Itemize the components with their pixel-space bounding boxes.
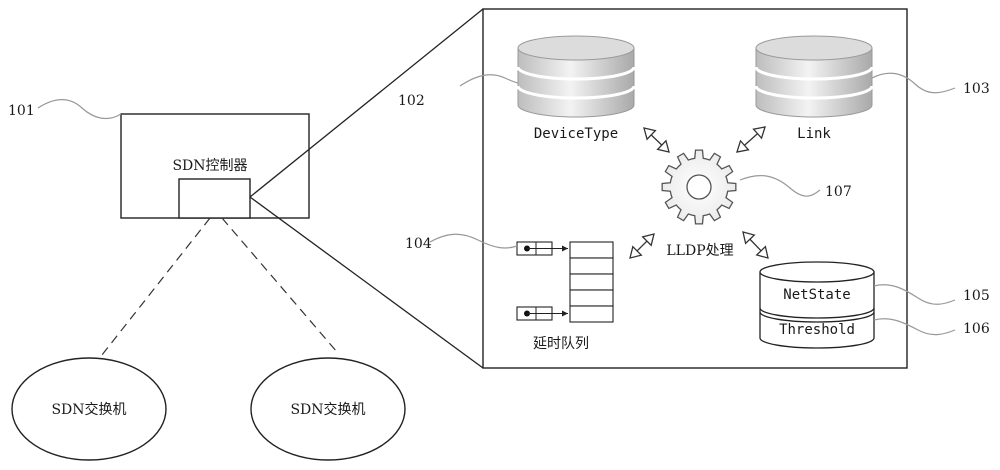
devicetype-label: DeviceType bbox=[534, 126, 618, 142]
sdn-controller-label: SDN控制器 bbox=[172, 158, 247, 174]
zoom-line-top bbox=[249, 8, 484, 198]
arrow-head bbox=[643, 127, 657, 141]
arrow-head bbox=[736, 139, 750, 153]
queue-pointer-2 bbox=[516, 306, 568, 321]
ref-105-callout: 105 bbox=[873, 284, 990, 305]
ref-104-callout: 104 bbox=[405, 233, 518, 252]
lldp-processor: LLDP处理 bbox=[661, 149, 737, 259]
ref-106-label: 106 bbox=[963, 321, 990, 337]
arrow-head bbox=[742, 231, 756, 245]
sdn-switch-1: SDN交换机 bbox=[11, 357, 167, 461]
queue-slots bbox=[569, 241, 614, 323]
ref-107-leader bbox=[739, 174, 821, 197]
state-store-body bbox=[759, 272, 875, 349]
arrow-head bbox=[752, 126, 766, 140]
ref-103-leader bbox=[871, 72, 956, 94]
ref-107-callout: 107 bbox=[739, 174, 852, 200]
arrow-head bbox=[656, 139, 670, 153]
switch-1-ellipse bbox=[11, 357, 167, 461]
delay-queue-label: 延时队列 bbox=[533, 336, 589, 352]
netstate-label: NetState bbox=[783, 287, 850, 303]
link-db-icon bbox=[755, 47, 873, 118]
ref-103-label: 103 bbox=[963, 81, 990, 97]
controller-group: SDN控制器 bbox=[120, 113, 310, 219]
state-store: NetState Threshold bbox=[759, 261, 875, 349]
ref-104-leader bbox=[429, 233, 518, 249]
switch-2-ellipse bbox=[250, 357, 406, 461]
state-store-top bbox=[759, 261, 875, 283]
switch-1-label: SDN交换机 bbox=[51, 401, 126, 418]
link-database: Link bbox=[754, 35, 874, 142]
link-label: Link bbox=[797, 126, 831, 142]
detail-panel bbox=[482, 8, 908, 369]
ref-105-label: 105 bbox=[963, 288, 990, 304]
link-to-switch-1 bbox=[97, 217, 211, 361]
ref-105-leader bbox=[873, 284, 956, 305]
gear-hub bbox=[686, 174, 712, 200]
arrow-head bbox=[629, 245, 643, 259]
ref-102-label: 102 bbox=[398, 93, 425, 109]
arrow-head bbox=[641, 233, 655, 247]
ref-101-leader bbox=[37, 99, 122, 120]
sdn-switch-2: SDN交换机 bbox=[250, 357, 406, 461]
zoom-line-bottom bbox=[249, 196, 484, 369]
ref-104-label: 104 bbox=[405, 236, 432, 252]
ref-107-label: 107 bbox=[825, 184, 852, 200]
ref-103-callout: 103 bbox=[871, 72, 990, 97]
ref-106-leader bbox=[873, 318, 956, 336]
arrow-head bbox=[755, 245, 769, 259]
delay-queue: 延时队列 bbox=[516, 241, 614, 352]
threshold-label: Threshold bbox=[779, 322, 855, 338]
link-to-switch-2 bbox=[221, 217, 338, 353]
ref-102-callout: 102 bbox=[398, 74, 531, 109]
ref-106-callout: 106 bbox=[873, 318, 990, 337]
ref-101-label: 101 bbox=[8, 103, 35, 119]
queue-pointer-1 bbox=[516, 241, 568, 256]
controller-module-box bbox=[178, 178, 251, 219]
devicetype-database: DeviceType bbox=[516, 35, 636, 142]
switch-2-label: SDN交换机 bbox=[290, 401, 365, 418]
lldp-processing-label: LLDP处理 bbox=[666, 243, 733, 259]
ref-101-callout: 101 bbox=[8, 99, 122, 120]
devicetype-db-icon bbox=[517, 47, 635, 118]
